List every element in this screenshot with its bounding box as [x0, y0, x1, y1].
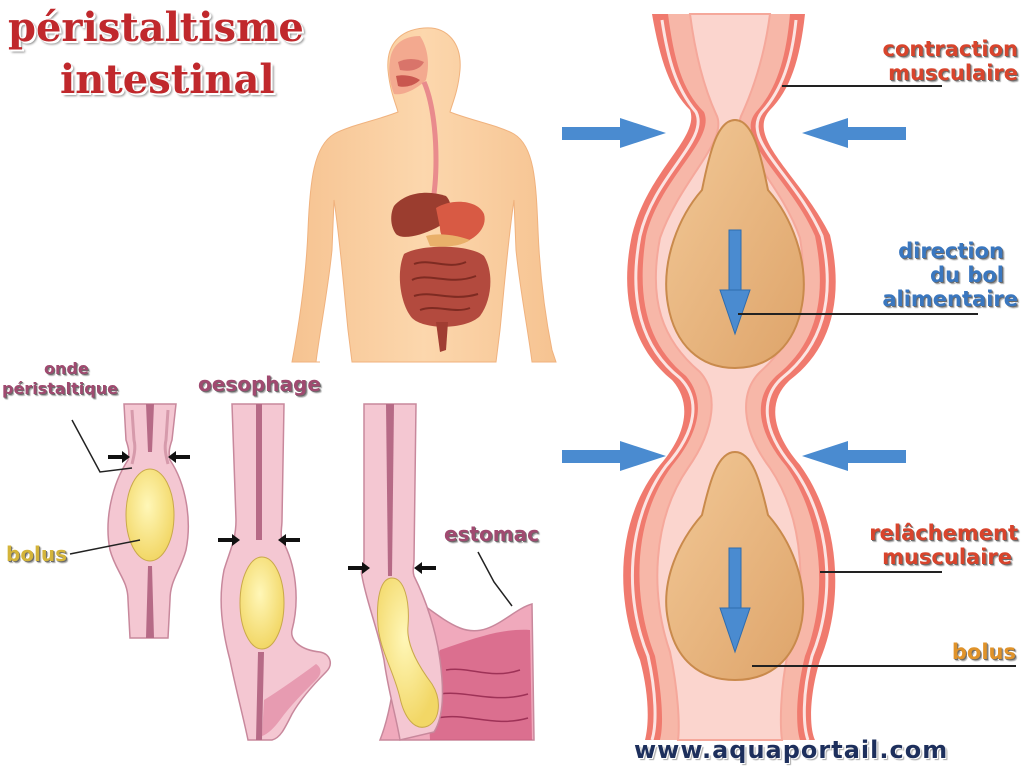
esophagus-stage-1 [107, 403, 190, 639]
label-direction-line-2: du bol [930, 263, 1004, 287]
label-bolus-right: bolus [951, 640, 1016, 664]
label-onde-line-2: péristaltique [2, 379, 118, 398]
small-intestine [399, 246, 491, 327]
label-contraction-line-1: contraction [882, 37, 1018, 61]
pancreas [426, 234, 470, 247]
arrow-left-mid [802, 441, 906, 471]
label-relachement-line-1: relâchement [869, 521, 1018, 545]
intestine-stripe-left [630, 19, 700, 741]
label-oesophage: oesophage [198, 372, 321, 396]
title-line-2: intestinal [60, 56, 275, 103]
arrow-right-mid [562, 441, 666, 471]
label-estomac: estomac [444, 522, 539, 546]
stomach-rugae [437, 668, 529, 723]
label-relachement-line-2: musculaire [882, 545, 1012, 569]
squeeze-arrows-3 [348, 562, 436, 574]
mouth-cavity [396, 75, 420, 87]
stomach [436, 201, 485, 244]
label-contraction-line-2: musculaire [888, 61, 1018, 85]
squeeze-arrows-1 [108, 451, 190, 463]
esophagus-2-stomach-fold [262, 664, 321, 736]
left-leader-lines [69, 419, 513, 607]
bolus-stage-1 [125, 468, 175, 562]
esophagus-1-muscle-band [130, 409, 170, 465]
footer-url[interactable]: www.aquaportail.com [634, 736, 949, 764]
intestine-section [562, 13, 1016, 741]
esophagus-1-lumen [146, 404, 154, 638]
esophagus-2-lumen [256, 404, 264, 740]
label-direction-line-3: alimentaire [882, 287, 1018, 311]
label-bolus-left: bolus [6, 542, 68, 566]
esophagus-3-lumen [386, 404, 394, 576]
squeeze-arrows-2 [218, 534, 300, 546]
arrow-left-top [802, 118, 906, 148]
esophagus-stage-3 [348, 403, 535, 741]
right-leader-lines [738, 85, 1016, 667]
title-line-1: péristaltisme [8, 4, 304, 51]
esophagus-3-wall [360, 403, 444, 741]
label-onde-line-1: onde [44, 359, 89, 378]
arrow-down-upper [719, 229, 751, 336]
nasal-cavity [398, 59, 424, 71]
stomach-mucosa [429, 629, 532, 740]
bolus-stage-3 [377, 577, 439, 728]
arrow-down-lower [719, 547, 751, 654]
human-body-illustration [291, 27, 557, 363]
arrow-right-top [562, 118, 666, 148]
label-direction-line-1: direction [898, 239, 1004, 263]
liver [391, 192, 451, 237]
rectum [436, 322, 448, 352]
intestine-stripe-right [755, 19, 829, 741]
intestine-coils [411, 261, 479, 311]
esophagus-stage-2 [218, 403, 331, 741]
bolus-stage-2 [239, 556, 285, 650]
